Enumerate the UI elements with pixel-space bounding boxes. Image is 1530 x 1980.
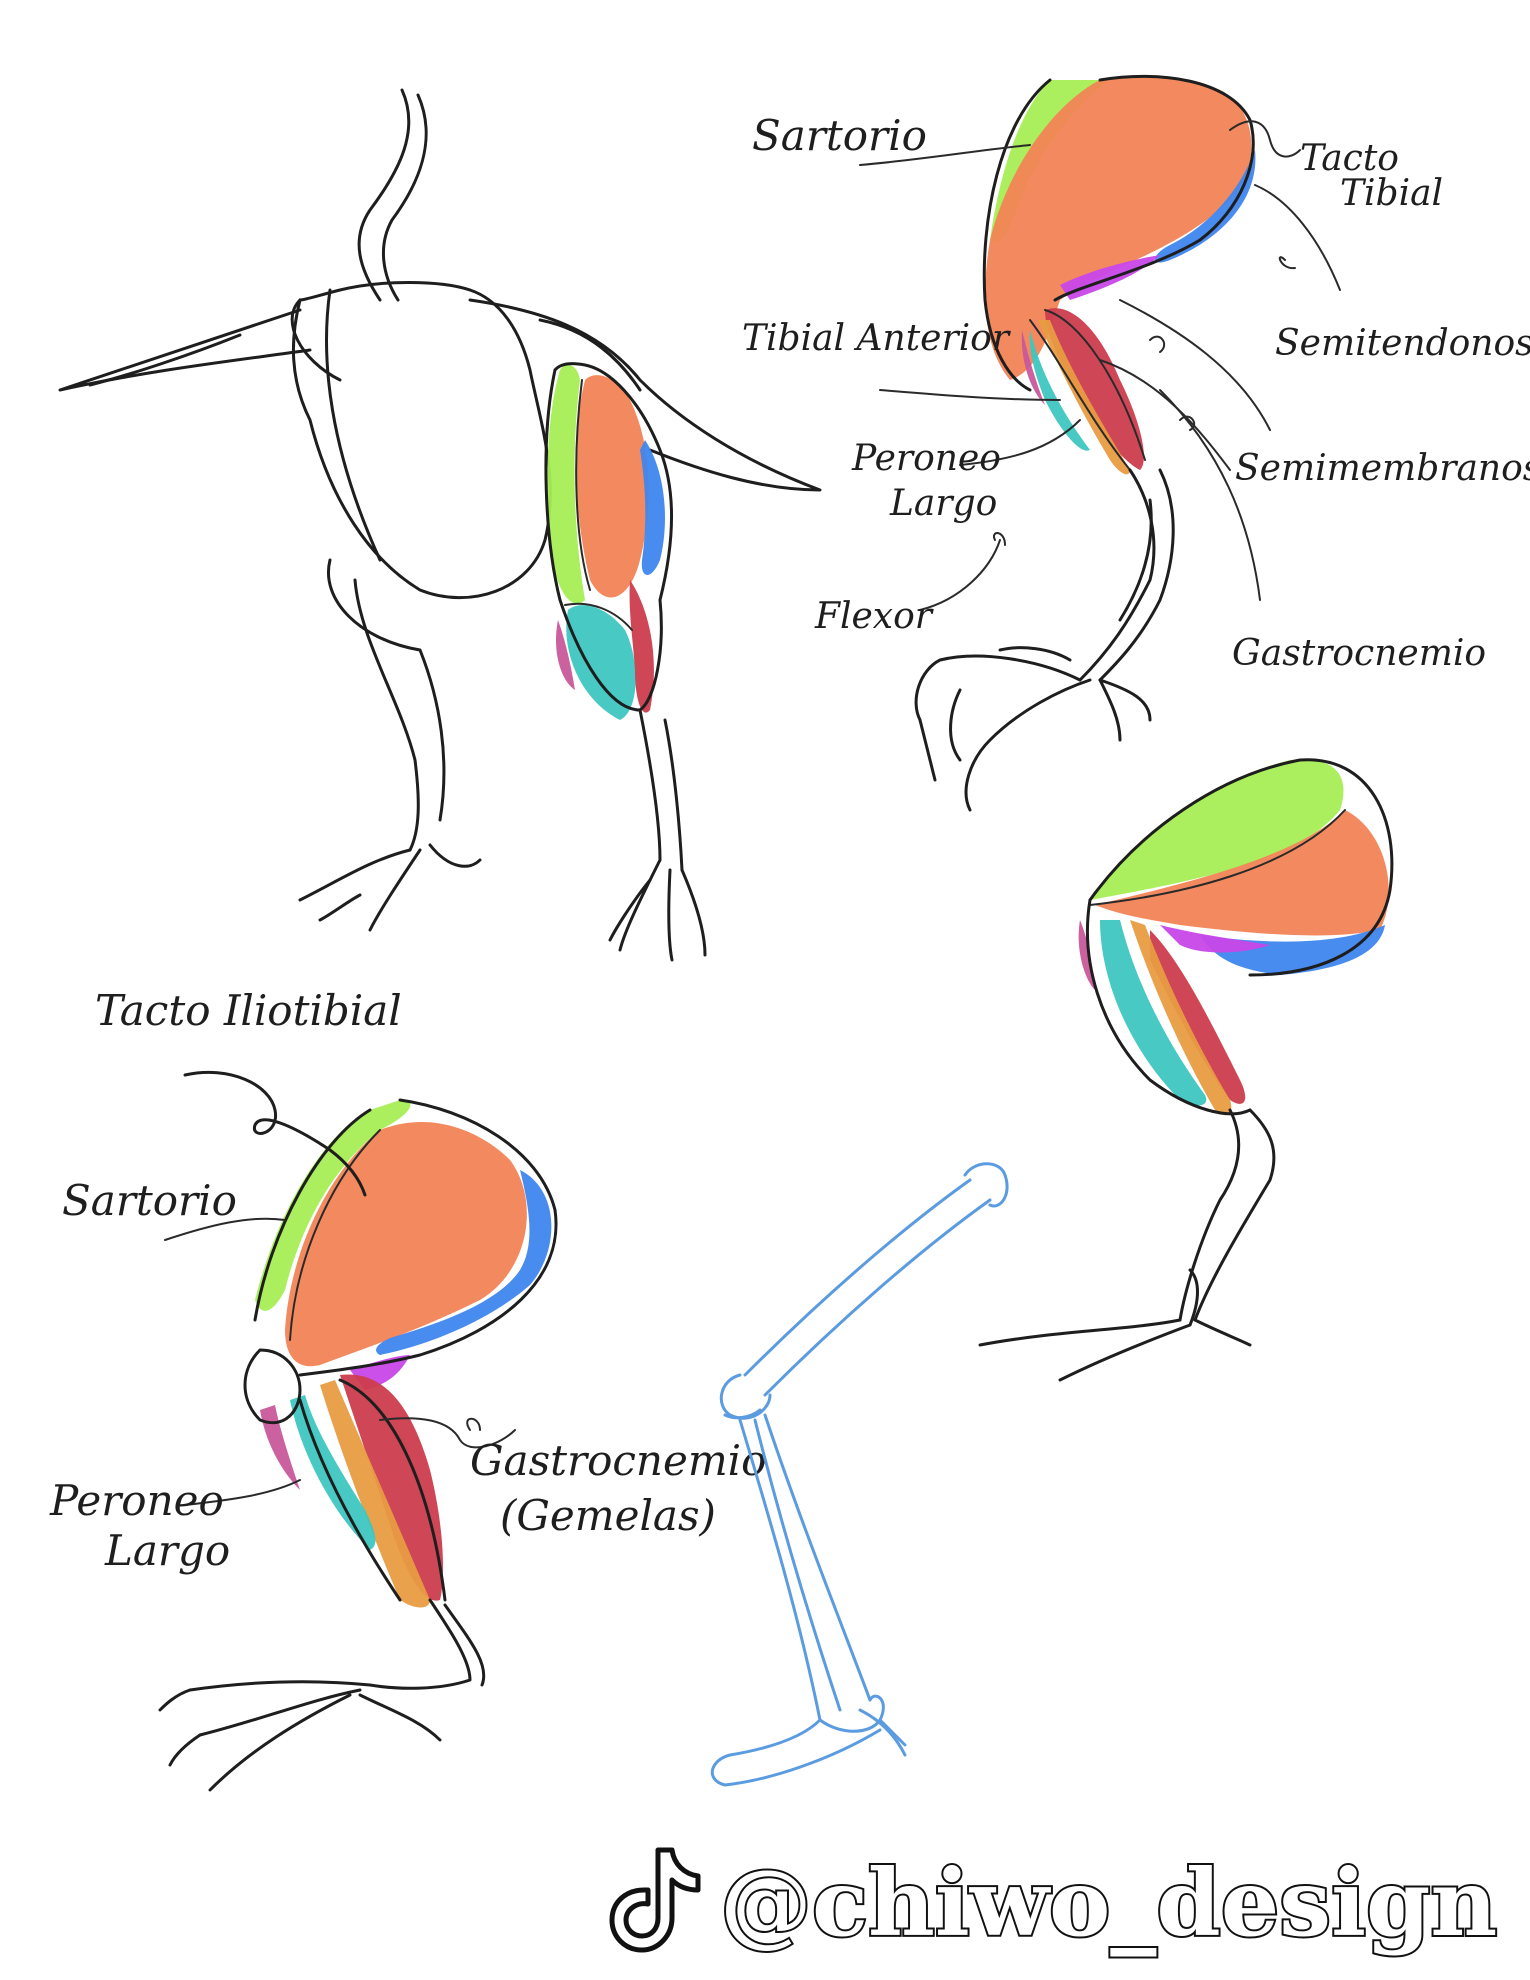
- semitendinoso-muscle: [1155, 150, 1256, 263]
- gastrocnemio-muscle: [1045, 308, 1144, 470]
- bird-full-figure: [58, 88, 822, 962]
- peroneo-muscle: [1100, 920, 1207, 1106]
- tibial-anterior-muscle: [260, 1405, 300, 1490]
- flexor-muscle: [1038, 320, 1130, 475]
- label-gastrocnemio-crouch-2: (Gemelas): [500, 1491, 716, 1540]
- bird-full-leg-muscles: [544, 362, 673, 720]
- label-peroneo-1: Peroneo: [851, 438, 1001, 479]
- semitendinoso-muscle: [640, 440, 665, 575]
- label-sartorio-crouch: Sartorio: [62, 1176, 237, 1225]
- semitendinoso-muscle: [1200, 925, 1385, 975]
- label-tibial-anterior: Tibial Anterior: [742, 318, 1011, 359]
- gastrocnemio-muscle: [629, 580, 654, 713]
- iliotibial-muscle: [575, 375, 649, 598]
- label-peroneo-crouch-1: Peroneo: [49, 1476, 224, 1525]
- side-view-leader-lines: [859, 120, 1341, 611]
- label-sartorio: Sartorio: [752, 111, 927, 160]
- peroneo-muscle: [1029, 330, 1090, 451]
- semitendinoso-muscle: [376, 1170, 552, 1355]
- leg-bones-sketch: [711, 1162, 1009, 1787]
- watermark: @chiwo_design: [609, 1847, 1499, 1959]
- tiktok-note-icon: [609, 1847, 701, 1953]
- gastrocnemio-muscle: [340, 1374, 443, 1601]
- iliotibial-muscle: [285, 1121, 527, 1367]
- tibial-anterior-muscle: [555, 620, 575, 690]
- label-peroneo-crouch-2: Largo: [104, 1526, 230, 1575]
- crouched-front-labels: Tacto Iliotibial Sartorio Peroneo Largo …: [49, 986, 766, 1575]
- label-tracto-iliotibial: Tacto Iliotibial: [95, 986, 402, 1035]
- label-peroneo-2: Largo: [889, 483, 997, 524]
- peroneo-muscle: [566, 605, 636, 720]
- label-gastrocnemio: Gastrocnemio: [1232, 633, 1486, 674]
- tibial-anterior-muscle: [1021, 330, 1045, 405]
- side-view-labels: Sartorio Tacto Tibial Tibial Anterior Se…: [742, 111, 1530, 674]
- watermark-handle: @chiwo_design: [720, 1849, 1497, 1957]
- crouched-side-leg: [978, 758, 1394, 1382]
- sartorio-muscle: [547, 364, 585, 604]
- crouched-front-leg: [158, 1098, 558, 1792]
- iliotibial-muscle: [985, 77, 1252, 381]
- semimembranoso-muscle: [1160, 925, 1270, 953]
- sartorio-muscle: [255, 1100, 411, 1311]
- label-flexor: Flexor: [814, 596, 934, 637]
- sartorio-muscle: [1090, 759, 1344, 900]
- crouched-front-leader-lines: [164, 1070, 516, 1506]
- label-tracto-tibial-2: Tibial: [1340, 173, 1443, 214]
- side-view-leg: [914, 74, 1256, 812]
- label-tracto-tibial-1: Tacto: [1300, 138, 1399, 179]
- flexor-muscle: [1130, 920, 1232, 1116]
- flexor-muscle: [320, 1380, 430, 1608]
- gastrocnemio-muscle: [1150, 930, 1246, 1104]
- label-semimembranoso: Semimembranoso: [1235, 448, 1530, 489]
- label-gastrocnemio-crouch-1: Gastrocnemio: [470, 1436, 766, 1485]
- label-semitendinoso: Semitendonoso: [1275, 323, 1530, 364]
